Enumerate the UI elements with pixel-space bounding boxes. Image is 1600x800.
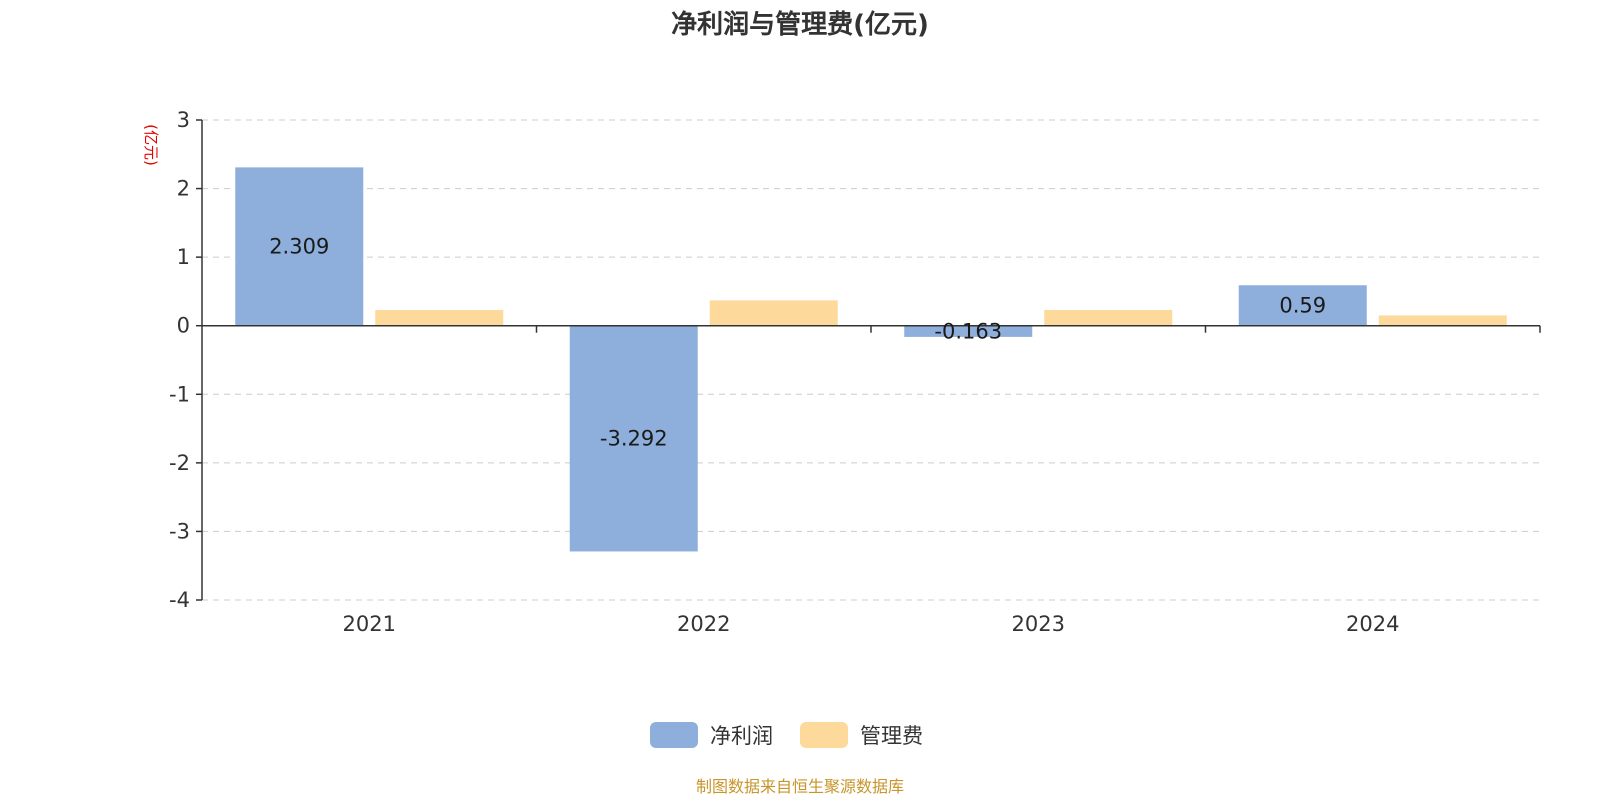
chart-title: 净利润与管理费(亿元) xyxy=(671,9,929,40)
y-tick-label: 2 xyxy=(177,177,190,201)
data-label: 2.309 xyxy=(269,235,329,259)
bar-净利润-2024 xyxy=(1238,285,1367,326)
y-tick-label: -3 xyxy=(169,519,190,543)
legend-swatch-管理费 xyxy=(800,722,848,748)
data-label: 0.59 xyxy=(1279,293,1326,317)
y-tick-label: 1 xyxy=(177,245,190,269)
x-tick-label: 2024 xyxy=(1346,612,1399,636)
bar-管理费-2024 xyxy=(1378,315,1507,326)
y-axis-unit: (亿元) xyxy=(142,124,160,166)
bars xyxy=(235,167,1507,552)
bar-管理费-2022 xyxy=(709,300,838,326)
y-tick-label: 3 xyxy=(177,108,190,132)
legend-label-净利润: 净利润 xyxy=(710,724,773,748)
source-note: 制图数据来自恒生聚源数据库 xyxy=(696,777,904,796)
x-tick-label: 2022 xyxy=(677,612,730,636)
data-label: -0.163 xyxy=(934,319,1002,343)
y-tick-label: -1 xyxy=(169,382,190,406)
axes xyxy=(196,119,1541,601)
y-tick-label: 0 xyxy=(177,314,190,338)
y-tick-label: -2 xyxy=(169,451,190,475)
legend-label-管理费: 管理费 xyxy=(860,724,923,748)
x-tick-label: 2023 xyxy=(1012,612,1065,636)
bar-管理费-2023 xyxy=(1044,309,1173,326)
bar-管理费-2021 xyxy=(375,309,504,326)
grid-lines xyxy=(202,119,1540,601)
labels: 3 2 1 0 -1 -2 -3 -4 2.309 2021 -3.292 2022 -0.163 202… xyxy=(169,108,1399,636)
bar-净利润-2021 xyxy=(235,167,364,326)
legend: 净利润 管理费 xyxy=(650,722,923,748)
data-label: -3.292 xyxy=(600,427,668,451)
legend-swatch-净利润 xyxy=(650,722,698,748)
bar-净利润-2023 xyxy=(904,325,1033,337)
y-tick-label: -4 xyxy=(169,588,190,612)
x-tick-label: 2021 xyxy=(343,612,396,636)
bar-净利润-2022 xyxy=(569,325,698,552)
